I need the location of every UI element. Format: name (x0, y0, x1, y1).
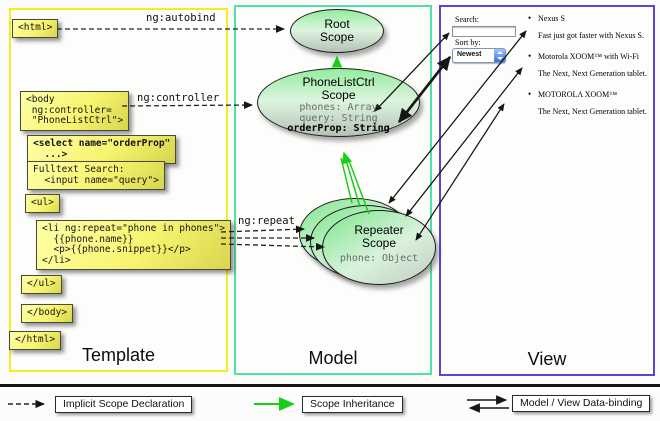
search-input[interactable] (452, 26, 516, 37)
code-box-select: <select name="orderProp" ...> (27, 135, 177, 164)
legend-separator (0, 384, 660, 387)
code-box-ul-close: </ul> (21, 275, 62, 294)
phone-title: MOTOROLA XOOM™ (528, 89, 656, 99)
model-panel: Model (234, 5, 432, 375)
prop-phone: phone: Object (339, 253, 419, 264)
search-label: Search: (455, 15, 479, 24)
code-box-html-close: </html> (9, 331, 62, 350)
legend-model-view-databinding: Model / View Data-binding (512, 395, 651, 412)
phone-desc: The Next, Next Generation tablet. (538, 69, 647, 78)
phonelistctrl-scope-title: PhoneListCtrl Scope (302, 75, 375, 102)
phone-title: Motorola XOOM™ with Wi-Fi (528, 51, 656, 61)
code-box-ul-open: <ul> (25, 194, 60, 213)
prop-phones: phones: Array (299, 102, 378, 113)
dropdown-stepper-icon (494, 49, 505, 62)
sort-dropdown[interactable]: Newest (452, 48, 506, 63)
code-box-html-open: <html> (12, 19, 59, 38)
root-scope-title: Root Scope (319, 17, 355, 44)
label-ng-autobind: ng:autobind (146, 12, 216, 24)
phone-desc: Fast just got faster with Nexus S. (538, 31, 644, 40)
root-scope-ellipse: Root Scope (290, 9, 384, 53)
repeater-scope-title: Repeater Scope (354, 223, 404, 250)
phonelistctrl-scope-ellipse: PhoneListCtrl Scope phones: Array query:… (257, 68, 420, 137)
sort-by-label: Sort by: (455, 38, 481, 47)
label-ng-repeat: ng:repeat (238, 215, 295, 227)
sort-dropdown-value: Newest (457, 51, 482, 58)
code-box-fulltext: Fulltext Search: <input name="query"> (27, 161, 165, 190)
model-panel-label: Model (308, 348, 358, 368)
list-item: Motorola XOOM™ with Wi-Fi The Next, Next… (528, 51, 656, 78)
template-panel-label: Template (81, 345, 156, 365)
code-box-li-repeat: <li ng:repeat="phone in phones"> {{phone… (36, 220, 232, 270)
list-item: MOTOROLA XOOM™ The Next, Next Generation… (528, 89, 656, 116)
legend-scope-inheritance: Scope Inheritance (302, 396, 403, 413)
legend-implicit-scope-declaration: Implicit Scope Declaration (55, 396, 193, 413)
list-item: Nexus S Fast just got faster with Nexus … (528, 13, 656, 40)
prop-query: query: String (299, 112, 378, 124)
code-box-body-open: <body ng:controller= "PhoneListCtrl"> (20, 91, 130, 131)
label-ng-controller: ng:controller (137, 92, 220, 104)
code-box-body-close: </body> (21, 304, 74, 323)
view-panel-label: View (527, 349, 567, 369)
phone-title: Nexus S (528, 13, 656, 23)
repeater-scope-ellipse-front: Repeater Scope phone: Object (322, 210, 436, 285)
phone-desc: The Next, Next Generation tablet. (538, 107, 647, 116)
prop-orderprop: orderProp: String (287, 123, 390, 134)
